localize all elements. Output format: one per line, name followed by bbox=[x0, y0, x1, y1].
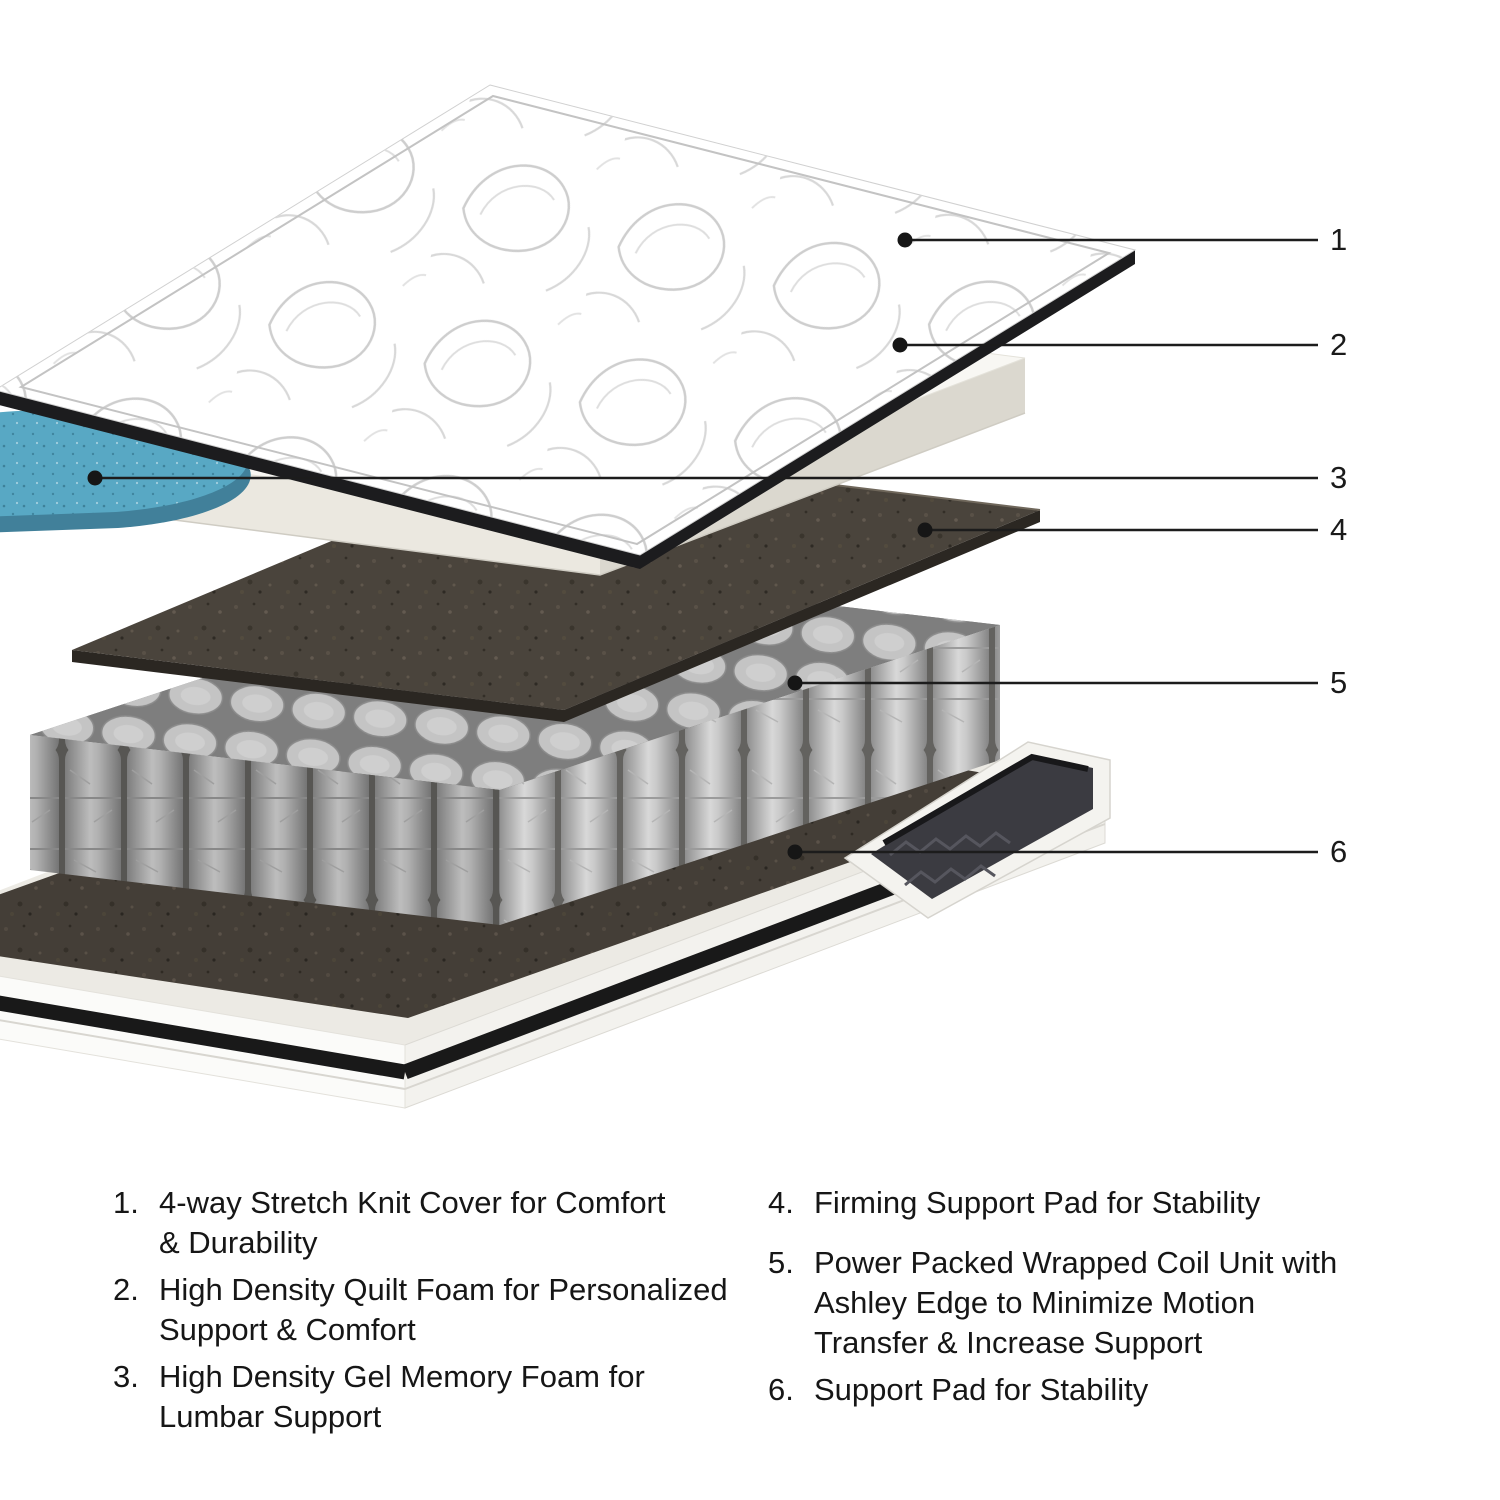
legend-item-4-text: Firming Support Pad for Stability bbox=[814, 1183, 1260, 1223]
callout-dot-4 bbox=[917, 522, 933, 538]
callout-dot-2 bbox=[892, 337, 908, 353]
edge-wedge-foam bbox=[871, 755, 1093, 899]
callout-number-3: 3 bbox=[1330, 460, 1348, 495]
callout-number-1: 1 bbox=[1330, 222, 1348, 257]
edge-wedge-zigzag-1 bbox=[889, 831, 1011, 857]
legend-item-2-number: 2. bbox=[113, 1272, 139, 1307]
callout-number-6: 6 bbox=[1330, 834, 1348, 869]
legend-item-2-line-1: High Density Quilt Foam for Personalized bbox=[159, 1272, 728, 1307]
quilt-cover-stitch-line bbox=[18, 94, 1112, 546]
quilt-cover-pattern bbox=[0, 85, 1135, 555]
base-trim-line-left bbox=[0, 1019, 406, 1090]
callout-number-4: 4 bbox=[1330, 512, 1348, 547]
callout-dot-5 bbox=[787, 675, 803, 691]
legend-item-6-line-1: Support Pad for Stability bbox=[814, 1372, 1149, 1407]
legend-item-3-line-2: Lumbar Support bbox=[159, 1399, 382, 1434]
legend-item-1-number: 1. bbox=[113, 1185, 139, 1220]
legend-item-3-text: High Density Gel Memory Foam for Lumbar … bbox=[159, 1357, 645, 1437]
quilt-cover-layer bbox=[0, 84, 1137, 569]
legend-item-5-line-2: Ashley Edge to Minimize Motion bbox=[814, 1285, 1256, 1320]
callout-lines bbox=[95, 238, 1318, 854]
callout-dot-3 bbox=[87, 470, 103, 486]
mattress-illustration bbox=[0, 84, 1318, 1109]
coil-front-right bbox=[500, 625, 1000, 925]
legend-item-5-line-1: Power Packed Wrapped Coil Unit with bbox=[814, 1245, 1338, 1280]
legend-item-6-number: 6. bbox=[768, 1372, 794, 1407]
legend-item-1-text: 4-way Stretch Knit Cover for Comfort & D… bbox=[159, 1183, 666, 1263]
legend-item-3-number: 3. bbox=[113, 1359, 139, 1394]
coil-front-left bbox=[30, 735, 500, 925]
legend-item-5-text: Power Packed Wrapped Coil Unit with Ashl… bbox=[814, 1243, 1337, 1363]
legend-item-4-line-1: Firming Support Pad for Stability bbox=[814, 1185, 1261, 1220]
legend-item-6-text: Support Pad for Stability bbox=[814, 1370, 1148, 1410]
legend-item-3-line-1: High Density Gel Memory Foam for bbox=[159, 1359, 645, 1394]
edge-wedge-stripe-top bbox=[882, 753, 1089, 846]
legend-column-left: 1. 4-way Stretch Knit Cover for Comfort … bbox=[113, 1183, 763, 1444]
callout-number-2: 2 bbox=[1330, 327, 1348, 362]
edge-wedge-zigzag-2 bbox=[904, 864, 996, 887]
callout-dots bbox=[87, 232, 933, 860]
legend-item-5-line-3: Transfer & Increase Support bbox=[814, 1325, 1203, 1360]
callout-number-5: 5 bbox=[1330, 665, 1348, 700]
legend-item-1-line-2: & Durability bbox=[159, 1225, 318, 1260]
legend-item-6: 6. Support Pad for Stability bbox=[768, 1370, 1408, 1410]
quilt-foam-bottom-edge bbox=[34, 412, 1026, 576]
legend-item-1-line-1: 4-way Stretch Knit Cover for Comfort bbox=[159, 1185, 666, 1220]
legend-item-2-text: High Density Quilt Foam for Personalized… bbox=[159, 1270, 728, 1350]
legend-item-2-line-2: Support & Comfort bbox=[159, 1312, 416, 1347]
base-black-band-left bbox=[0, 995, 407, 1080]
legend-column-right: 4. Firming Support Pad for Stability 5. … bbox=[768, 1183, 1408, 1417]
legend-item-3: 3. High Density Gel Memory Foam for Lumb… bbox=[113, 1357, 763, 1437]
coil-front-left-shade bbox=[30, 735, 500, 925]
firming-pad-top bbox=[72, 450, 1040, 710]
edge-support-wedge bbox=[843, 741, 1111, 919]
callout-dot-6 bbox=[787, 844, 803, 860]
legend-item-4-number: 4. bbox=[768, 1185, 794, 1220]
legend-item-5-number: 5. bbox=[768, 1245, 794, 1280]
legend-item-4: 4. Firming Support Pad for Stability bbox=[768, 1183, 1408, 1223]
callout-dot-1 bbox=[897, 232, 913, 248]
legend-item-1: 1. 4-way Stretch Knit Cover for Comfort … bbox=[113, 1183, 763, 1263]
legend-item-2: 2. High Density Quilt Foam for Personali… bbox=[113, 1270, 763, 1350]
legend-item-5: 5. Power Packed Wrapped Coil Unit with A… bbox=[768, 1243, 1408, 1363]
